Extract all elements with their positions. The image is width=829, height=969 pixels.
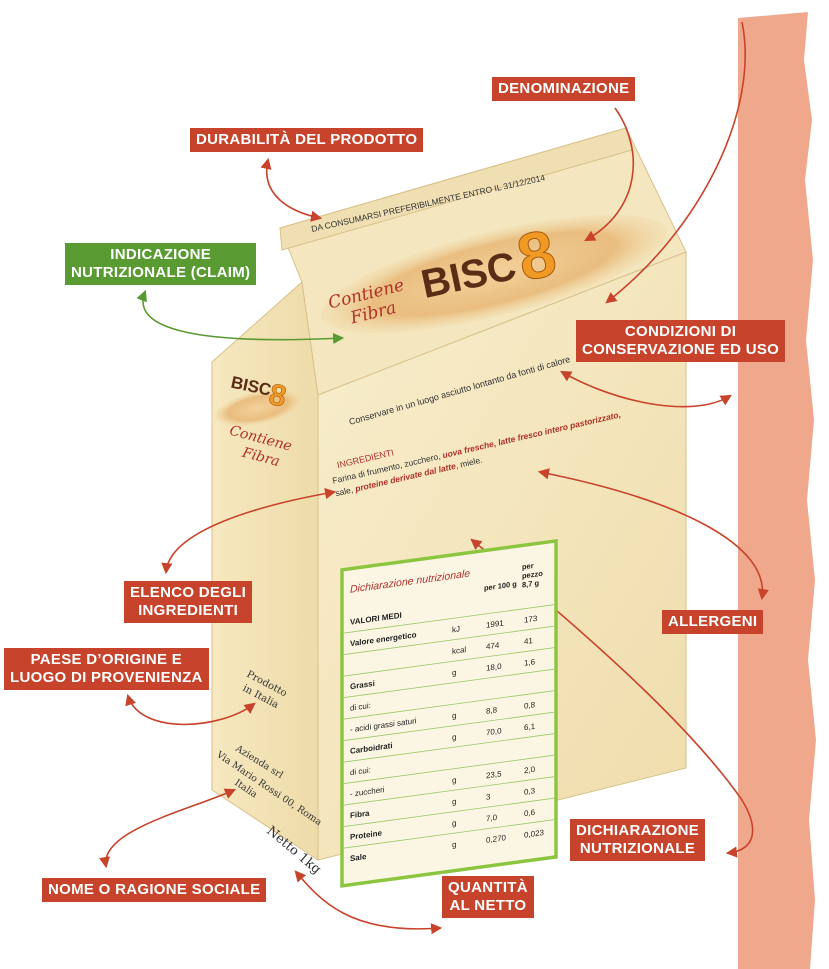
nutrition-row-unit: kcal [452, 645, 466, 656]
nutrition-row-divider [344, 819, 554, 849]
arrow-paese [125, 693, 256, 726]
arrow-quantita [294, 870, 443, 935]
nutrition-row-value-100g: 0,270 [486, 833, 507, 845]
nutrition-row-value-piece: 1,6 [524, 657, 536, 668]
nutrition-row-divider [344, 625, 554, 655]
nutrition-row-value-piece: 6,1 [524, 722, 536, 733]
nutrition-row-unit: g [452, 668, 456, 678]
side-brand-digit: 8 [266, 378, 289, 414]
nutrition-row-value-piece: 0,6 [524, 808, 536, 819]
arrow-durabilita [260, 157, 323, 222]
nutrition-row-divider [344, 668, 554, 698]
nutrition-row-divider [344, 711, 554, 741]
label-condizioni: CONDIZIONI DI CONSERVAZIONE ED USO [576, 320, 786, 362]
label-allergeni-text: ALLERGENI [668, 613, 758, 630]
label-condizioni-line2: CONSERVAZIONE ED USO [582, 341, 780, 358]
nutrition-table: Dichiarazione nutrizionale per 100 g per… [340, 538, 558, 888]
nutrition-row-value-piece: 2,0 [524, 765, 536, 776]
arrow-denominazione [584, 107, 634, 242]
label-dichiarazione-line2: NUTRIZIONALE [579, 840, 696, 857]
nutrition-col-piece-1: per [522, 561, 534, 572]
label-elenco: ELENCO DEGLI INGREDIENTI [124, 581, 253, 623]
label-paese-line1: PAESE D’ORIGINE E [30, 651, 183, 668]
label-denominazione: DENOMINAZIONE [492, 77, 636, 101]
nutrition-row-unit: g [452, 732, 456, 742]
nutrition-row-unit: g [452, 797, 456, 807]
nutrition-col-piece-3: 8,7 g [522, 578, 539, 589]
nutrition-row-name: Fibra [350, 809, 370, 821]
nutrition-col-100g: per 100 g [484, 579, 517, 592]
label-durabilita-text: DURABILITÀ DEL PRODOTTO [196, 131, 418, 148]
nutrition-row-unit: g [452, 818, 456, 828]
label-quantita-line2: AL NETTO [449, 897, 527, 914]
label-dichiarazione-line1: DICHIARAZIONE [576, 822, 700, 839]
nutrition-row-unit: g [452, 775, 456, 785]
brand-oval [320, 214, 668, 334]
nutrition-row-value-100g: 18,0 [486, 662, 502, 673]
label-quantita-line1: QUANTITÀ [448, 879, 528, 896]
nutrition-row-value-100g: 1991 [486, 618, 504, 629]
label-nome-text: NOME O RAGIONE SOCIALE [48, 881, 261, 898]
ingredients-line2-plain: sale, [334, 484, 356, 498]
nutrition-row-divider [344, 797, 554, 827]
label-elenco-line2: INGREDIENTI [138, 602, 239, 619]
box-side-panel [211, 281, 319, 861]
nutrition-row-value-piece: 41 [524, 636, 533, 646]
arrow-nome [99, 788, 237, 869]
label-allergeni: ALLERGENI [662, 610, 764, 634]
nutrition-row-name: Proteine [350, 828, 382, 841]
arrow-condizioni [560, 370, 732, 408]
arrows [99, 21, 769, 935]
nutrition-row-unit: kJ [452, 624, 460, 634]
label-indicazione: INDICAZIONE NUTRIZIONALE (CLAIM) [65, 243, 257, 285]
label-dichiarazione: DICHIARAZIONE NUTRIZIONALE [570, 819, 706, 861]
label-paese: PAESE D’ORIGINE E LUOGO DI PROVENIENZA [4, 648, 209, 690]
nutrition-row-value-100g: 3 [486, 792, 491, 802]
label-indicazione-line2: NUTRIZIONALE (CLAIM) [71, 264, 251, 281]
nutrition-row-value-100g: 7,0 [486, 813, 498, 824]
nutrition-row-value-piece: 0,8 [524, 700, 536, 711]
label-quantita: QUANTITÀ AL NETTO [442, 876, 534, 918]
nutrition-row-name: di cui: [350, 765, 371, 777]
nutrition-row-divider [344, 690, 554, 720]
nutrition-row-divider [344, 647, 554, 677]
label-condizioni-line1: CONDIZIONI DI [624, 323, 737, 340]
nutrition-row-unit: g [452, 840, 456, 850]
nutrition-row-unit: g [452, 711, 456, 721]
nutrition-row-name: Grassi [350, 679, 375, 691]
arrow-dichiarazione [470, 538, 754, 858]
label-denominazione-text: DENOMINAZIONE [498, 80, 630, 97]
label-paese-line2: LUOGO DI PROVENIENZA [10, 669, 203, 686]
label-elenco-line1: ELENCO DEGLI [130, 584, 247, 601]
arrow-indicazione [136, 289, 345, 345]
wall-strip [738, 12, 816, 969]
nutrition-row-value-piece: 0,3 [524, 786, 536, 797]
nutrition-row-divider [344, 776, 554, 806]
nutrition-row-value-100g: 23,5 [486, 769, 502, 780]
arrow-condizioni-top [605, 21, 746, 304]
nutrition-row-value-piece: 0,023 [524, 828, 545, 840]
nutrition-row-divider [344, 733, 554, 763]
nutrition-row-value-100g: 474 [486, 641, 500, 652]
nutrition-table-frame [340, 538, 558, 888]
nutrition-row-value-100g: 70,0 [486, 726, 502, 737]
arrow-elenco [161, 488, 337, 575]
nutrition-row-name: di cui: [350, 701, 371, 713]
nutrition-row-value-100g: 8,8 [486, 705, 498, 716]
arrow-allergeni [537, 468, 769, 601]
label-durabilita: DURABILITÀ DEL PRODOTTO [190, 128, 424, 152]
label-nome: NOME O RAGIONE SOCIALE [42, 878, 267, 902]
nutrition-row-value-piece: 173 [524, 614, 538, 625]
side-brand-oval [214, 389, 302, 427]
nutrition-row-divider [344, 754, 554, 784]
label-indicazione-line1: INDICAZIONE [110, 246, 212, 263]
nutrition-col-piece-2: pezzo [522, 569, 543, 581]
nutrition-row-divider [344, 604, 554, 634]
nutrition-row-name: Sale [350, 852, 367, 863]
